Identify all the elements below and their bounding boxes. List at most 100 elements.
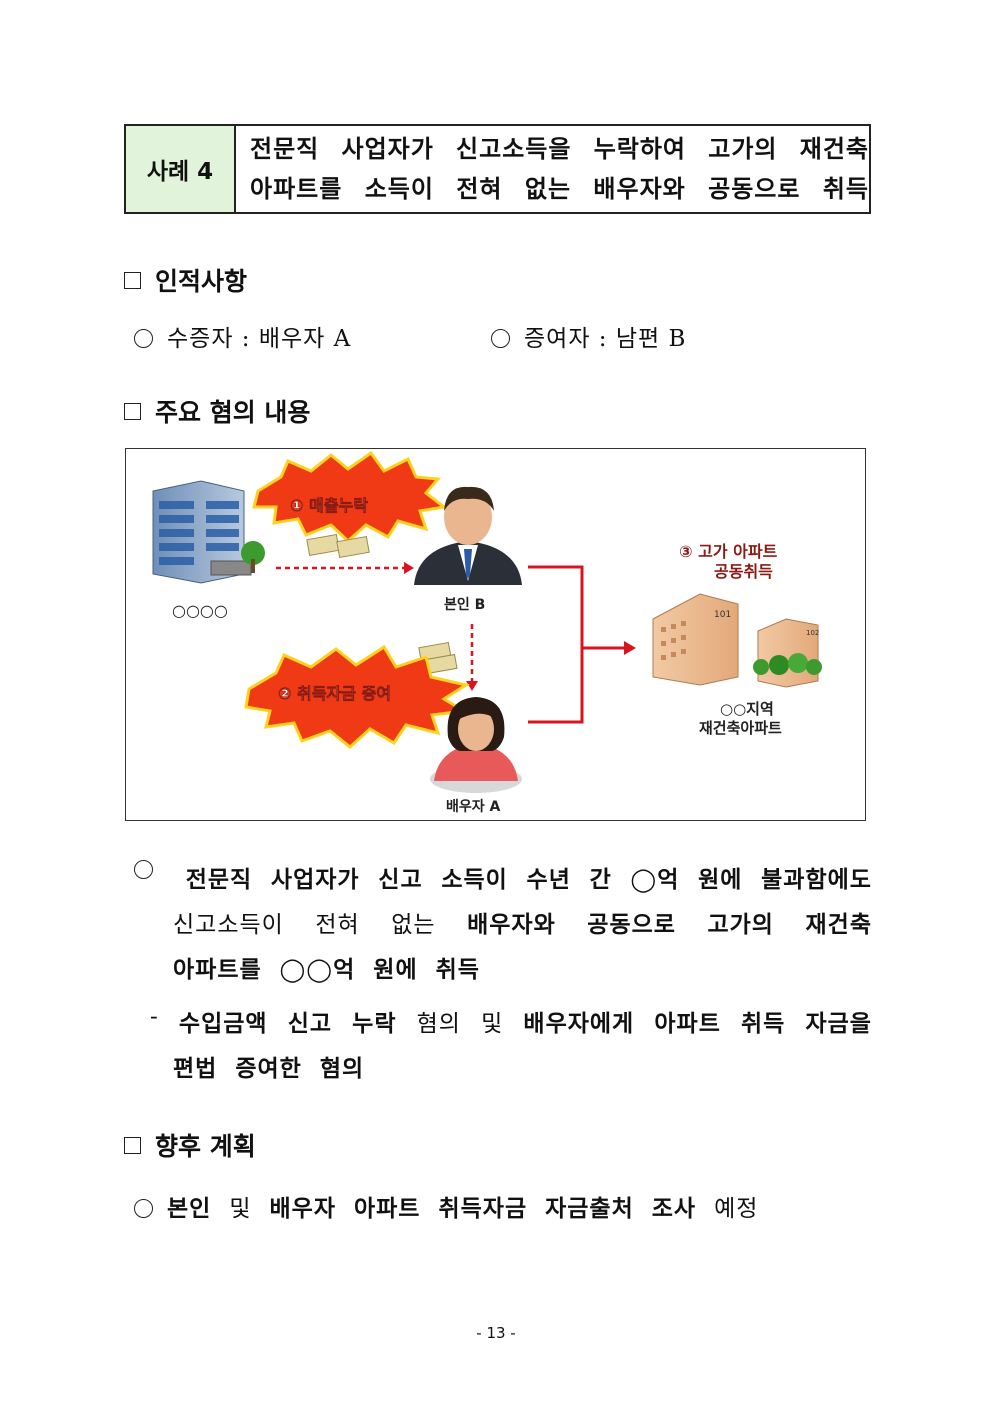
- case-title-word: 신고소득을: [456, 135, 572, 163]
- body-word: 취득자금: [438, 1195, 528, 1222]
- body-word: 재건축: [805, 911, 872, 938]
- body-word: 배우자에게: [523, 1010, 635, 1037]
- bldg-102-label: 102: [806, 629, 819, 637]
- body-word: 조사: [651, 1195, 697, 1222]
- body-word: 사업자가: [270, 866, 360, 893]
- step2-label: ② 취득자금 증여: [278, 684, 391, 703]
- body-word: 및: [481, 1011, 504, 1037]
- section-personal-heading: 인적사항: [124, 262, 247, 298]
- case-title-word: 전문직: [250, 135, 320, 163]
- body-word: 및: [229, 1196, 252, 1222]
- dash-bullet: -: [150, 1004, 159, 1030]
- apartment-building-icon: [652, 593, 822, 688]
- apt-name-label: 재건축아파트: [699, 719, 782, 737]
- office-building-icon: [152, 480, 265, 584]
- body-word: 혐의: [319, 1055, 365, 1082]
- step3-label-line1: ③ 고가 아파트: [679, 542, 778, 561]
- body-word: 배우자: [269, 1195, 336, 1222]
- body-word: 본인: [167, 1195, 212, 1222]
- body-word: 증여한: [235, 1055, 302, 1082]
- case-title-word: 전혀: [456, 175, 503, 203]
- burst-1-icon: [252, 450, 448, 544]
- body-word: 자금을: [805, 1010, 872, 1037]
- section-plan-title: 향후 계획: [155, 1132, 256, 1161]
- body-word: ◯◯억: [279, 956, 356, 983]
- recipient-text: 수증자 : 배우자 A: [167, 326, 352, 352]
- body-word: ◯억: [630, 866, 680, 893]
- case-title-word: 공동으로: [708, 175, 801, 203]
- case-title-word: 배우자와: [593, 175, 686, 203]
- circle-bullet-icon: [134, 860, 153, 879]
- body-word: 아파트: [654, 1010, 721, 1037]
- body-word: 취득: [435, 956, 480, 983]
- body-word: 취득: [741, 1010, 786, 1037]
- burst-2-icon: [244, 644, 470, 749]
- section-personal-title: 인적사항: [155, 267, 248, 296]
- body-word: 편법: [173, 1055, 218, 1082]
- donor-line: 증여자 : 남편 B: [491, 319, 686, 353]
- square-bullet-icon: [124, 402, 141, 420]
- body-word: 간: [589, 866, 612, 893]
- donor-text: 증여자 : 남편 B: [524, 326, 687, 352]
- apt-location-label: ○○지역: [720, 700, 774, 718]
- body-word: 불과함에도: [761, 866, 872, 893]
- company-label: ○○○○: [172, 601, 228, 620]
- case-title-line2: 아파트를 소득이 전혀 없는 배우자와 공동으로 취득: [250, 169, 869, 209]
- para1-line3: 아파트를 ◯◯억 원에 취득: [173, 950, 498, 984]
- case-title-word: 사업자가: [341, 135, 434, 163]
- joint-acquisition-connector: [528, 565, 626, 724]
- section-suspicion-title: 주요 혐의 내용: [155, 398, 311, 427]
- body-word: 아파트를: [173, 956, 262, 983]
- person-a-label: 배우자 A: [446, 799, 501, 815]
- case-title-word: 취득: [822, 175, 869, 203]
- case-title-word: 소득이: [364, 175, 434, 203]
- case-title-word: 고가의: [708, 135, 778, 163]
- circle-bullet-icon: [491, 329, 510, 348]
- step3-label-line2: 공동취득: [714, 562, 773, 581]
- case-label: 사례 4: [126, 126, 236, 212]
- body-word: 자금출처: [545, 1195, 634, 1222]
- body-word: 없는: [391, 912, 436, 938]
- body-word: 수입금액: [178, 1010, 268, 1037]
- body-word: 배우자와: [467, 911, 556, 938]
- body-word: 원에: [373, 956, 418, 983]
- para1-line2: 신고소득이 전혀 없는 배우자와 공동으로 고가의 재건축: [173, 905, 872, 939]
- case-title-word: 없는: [524, 175, 572, 203]
- para1-line1: 전문직 사업자가 신고 소득이 수년 간 ◯억 원에 불과함에도: [134, 860, 872, 894]
- step1-label: ① 매출누락: [290, 496, 368, 515]
- body-word: 원에: [698, 866, 743, 893]
- circle-bullet-icon: [134, 329, 153, 348]
- square-bullet-icon: [124, 1136, 141, 1154]
- recipient-line: 수증자 : 배우자 A: [134, 319, 351, 353]
- body-word: 신고: [378, 866, 423, 893]
- businessman-avatar-icon: [414, 486, 522, 585]
- section-suspicion-heading: 주요 혐의 내용: [124, 393, 310, 429]
- case-title-word: 아파트를: [250, 175, 343, 203]
- woman-avatar-icon: [430, 697, 522, 793]
- body-word: 고가의: [707, 911, 774, 938]
- bldg-101-label: 101: [714, 610, 731, 620]
- plan-line: 본인 및 배우자 아파트 취득자금 자금출처 조사 예정: [134, 1189, 776, 1223]
- case-title-word: 누락하여: [593, 135, 687, 163]
- body-word: 전혀: [315, 912, 360, 938]
- section-plan-heading: 향후 계획: [124, 1127, 256, 1163]
- body-word: 예정: [714, 1196, 759, 1222]
- body-word: 전문직: [185, 866, 253, 893]
- body-word: 공동으로: [587, 911, 676, 938]
- body-word: 누락: [352, 1010, 397, 1037]
- scheme-diagram: ○○○○ ① 매출누락 본인 B ③ 고가 아파트: [125, 448, 866, 821]
- para2-line2: 편법 증여한 혐의: [173, 1049, 382, 1083]
- diagram-graphics: ○○○○ ① 매출누락 본인 B ③ 고가 아파트: [152, 450, 822, 815]
- body-word: 아파트: [353, 1195, 421, 1222]
- body-word: 신고소득이: [173, 912, 284, 938]
- money-bundle-icon: [306, 533, 370, 559]
- body-word: 소득이: [441, 866, 508, 893]
- body-word: 신고: [287, 1010, 333, 1037]
- body-word: 수년: [526, 866, 571, 893]
- person-b-label: 본인 B: [444, 596, 485, 613]
- page-number: - 13 -: [476, 1324, 516, 1342]
